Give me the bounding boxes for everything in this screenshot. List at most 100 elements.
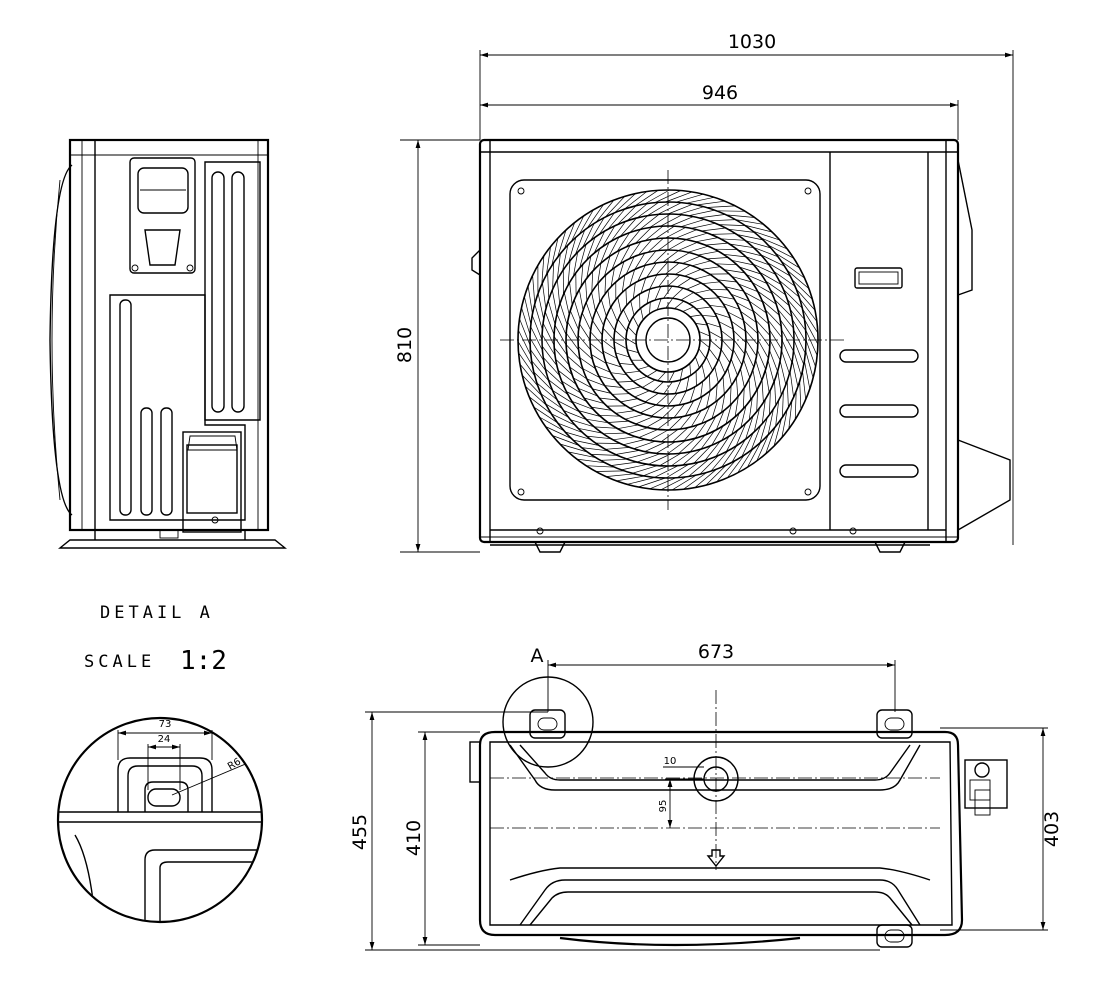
- fan-hatch: [759, 417, 768, 443]
- fan-hatch: [700, 430, 715, 450]
- fan-hatch: [616, 475, 645, 482]
- fan-hatch: [748, 397, 753, 421]
- fan-hatch: [573, 299, 581, 321]
- fan-hatch: [552, 390, 574, 404]
- fan-hatch: [600, 242, 610, 264]
- fan-hatch: [553, 336, 568, 356]
- fan-hatch: [686, 196, 715, 204]
- fan-hatch: [597, 283, 600, 303]
- fan-hatch: [724, 286, 744, 292]
- fan-hatch: [647, 201, 671, 216]
- fan-hatch: [644, 189, 670, 205]
- fan-hatch: [684, 400, 695, 417]
- fan-hatch: [585, 418, 609, 424]
- fan-hatch: [554, 347, 570, 366]
- fan-hatch: [625, 386, 642, 391]
- fan-hatch: [752, 282, 773, 295]
- fan-hatch: [674, 300, 685, 309]
- fan-hatch: [533, 406, 558, 424]
- fan-hatch: [617, 381, 634, 383]
- fan-hatch: [626, 452, 650, 460]
- fan-hatch: [605, 447, 630, 450]
- fan-hatch: [777, 370, 782, 396]
- fan-hatch: [627, 349, 639, 354]
- fan-hatch: [566, 355, 584, 370]
- fan-hatch: [680, 219, 705, 228]
- detail-scale-word: SCALE: [84, 652, 155, 672]
- fan-hatch: [767, 408, 774, 435]
- fan-hatch: [634, 252, 646, 270]
- fan-hatch: [729, 243, 754, 249]
- fan-hatch: [786, 298, 805, 320]
- fan-hatch: [571, 400, 594, 410]
- fan-hatch: [679, 368, 684, 381]
- fan-hatch: [736, 302, 754, 312]
- fan-hatch: [701, 266, 721, 270]
- fan-hatch: [594, 365, 611, 373]
- fan-hatch: [748, 378, 751, 401]
- fan-hatch: [722, 376, 725, 395]
- fan-hatch: [519, 318, 531, 346]
- fan-hatch: [668, 371, 675, 383]
- fan-hatch: [632, 465, 658, 474]
- fan-hatch: [721, 419, 732, 441]
- fan-hatch: [805, 350, 814, 378]
- fan-hatch: [698, 348, 707, 359]
- fan-hatch: [554, 325, 567, 346]
- fan-hatch: [699, 339, 710, 348]
- fan-hatch: [542, 322, 555, 346]
- fan-hatch: [649, 274, 658, 290]
- fan-hatch: [632, 316, 639, 328]
- fan-hatch: [635, 416, 654, 425]
- fan-hatch: [646, 262, 657, 278]
- fan-hatch: [559, 443, 588, 453]
- fan-hatch: [753, 407, 760, 432]
- fan-hatch: [591, 292, 596, 312]
- fan-hatch: [685, 376, 690, 391]
- fan-hatch: [597, 263, 602, 284]
- fan-hatch: [765, 309, 782, 327]
- fan-hatch: [729, 385, 732, 406]
- fan-hatch: [630, 300, 635, 316]
- fan-hatch: [634, 390, 650, 398]
- fan-hatch: [760, 254, 785, 267]
- fan-hatch: [701, 405, 711, 424]
- fan-hatch: [678, 206, 704, 215]
- fan-hatch: [600, 299, 607, 317]
- fan-hatch: [563, 292, 570, 315]
- fan-hatch: [647, 237, 664, 253]
- fan-hatch: [604, 256, 611, 277]
- fan-hatch: [565, 344, 581, 361]
- fan-hatch: [743, 320, 759, 334]
- fan-hatch: [793, 329, 806, 354]
- fan-hatch: [777, 308, 794, 329]
- fan-hatch: [791, 279, 813, 300]
- dim-detail-73: 73: [159, 719, 172, 730]
- fan-hatch: [739, 266, 762, 275]
- fan-hatch: [770, 289, 790, 306]
- fan-hatch: [699, 455, 719, 475]
- fan-hatch: [727, 454, 745, 479]
- fan-hatch: [611, 393, 630, 395]
- fan-hatch: [753, 246, 779, 258]
- fan-hatch: [532, 275, 536, 304]
- fan-hatch: [592, 320, 603, 336]
- fan-hatch: [573, 377, 592, 389]
- fan-hatch: [643, 250, 657, 267]
- fan-hatch: [569, 282, 573, 306]
- fan-hatch: [711, 425, 724, 446]
- side-view: [49, 138, 287, 549]
- fan-hatch: [705, 242, 729, 246]
- fan-hatch: [605, 316, 616, 331]
- fan-hatch: [705, 416, 717, 435]
- fan-hatch: [688, 209, 715, 217]
- fan-hatch: [667, 274, 681, 287]
- fan-hatch: [591, 271, 594, 293]
- fan-hatch: [721, 393, 726, 413]
- fan-hatch: [625, 289, 627, 306]
- fan-hatch: [769, 350, 778, 372]
- fan-hatch: [530, 326, 543, 351]
- fan-hatch: [658, 273, 669, 288]
